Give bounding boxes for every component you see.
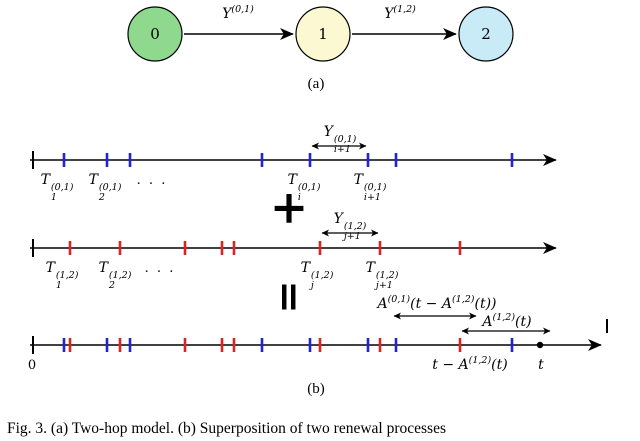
- time-t-dot: [536, 341, 544, 349]
- graph-node-2: [458, 6, 514, 62]
- figure-caption: Fig. 3. (a) Two-hop model. (b) Superposi…: [7, 420, 447, 437]
- graph-node-label: 0: [150, 25, 160, 43]
- graph-node-1: [295, 6, 351, 62]
- panel-a-label: (a): [307, 76, 325, 92]
- panel-b-label: (b): [307, 381, 325, 397]
- renewal-timelines: [30, 142, 608, 354]
- graph-node-label: 1: [318, 25, 328, 43]
- graph-node-label: 2: [481, 25, 491, 43]
- graph-node-0: [127, 6, 183, 62]
- two-hop-graph: 0 1 2: [127, 6, 514, 62]
